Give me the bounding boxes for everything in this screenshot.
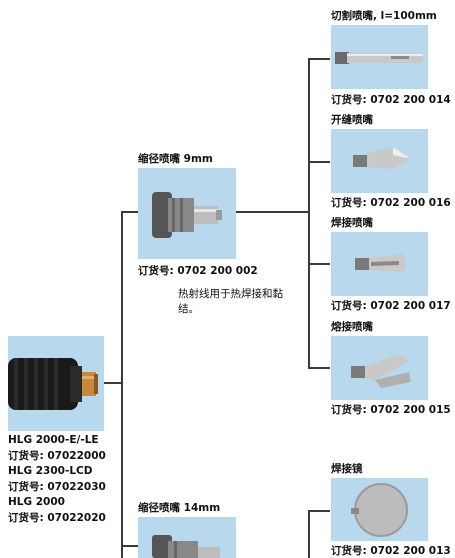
device-model-1-name: HLG 2000-E/-LE [8, 434, 99, 446]
nozzle-fusion-order: 订货号: 0702 200 015 [331, 404, 451, 416]
connector-to-nozzle-2 [308, 161, 330, 163]
device-model-1-order: 订货号: 07022000 [8, 449, 106, 462]
nozzle-slot-photo [331, 129, 428, 193]
welding-mirror-order: 订货号: 0702 200 013 [331, 545, 451, 557]
connector-nozzle-vertical [308, 58, 310, 368]
connector-to-nozzle-1 [308, 58, 330, 60]
welding-mirror-photo [331, 478, 428, 541]
connector-main-vertical [121, 211, 123, 558]
reducer-14mm-title: 缩径喷嘴 14mm [138, 502, 221, 514]
connector-device-trunk [103, 382, 122, 384]
welding-mirror-title: 焊接镜 [331, 463, 363, 475]
nozzle-cutting-title: 切割喷嘴, l=100mm [331, 10, 437, 22]
nozzle-welding-order: 订货号: 0702 200 017 [331, 300, 451, 312]
reducer-9mm-description: 热射线用于热焊接和黏结。 [178, 288, 283, 315]
nozzle-slot-order: 订货号: 0702 200 016 [331, 197, 451, 209]
nozzle-cutting-order: 订货号: 0702 200 014 [331, 94, 451, 106]
nozzle-welding-title: 焊接喷嘴 [331, 217, 373, 229]
device-model-2-order: 订货号: 07022030 [8, 480, 106, 493]
connector-mirror-vertical [308, 510, 310, 558]
reducer-14mm-photo [138, 517, 236, 558]
nozzle-fusion-photo [331, 336, 428, 400]
nozzle-fusion-title: 熔接喷嘴 [331, 321, 373, 333]
device-model-3-order: 订货号: 07022020 [8, 511, 106, 524]
connector-to-nozzle-4 [308, 367, 330, 369]
connector-to-reducer-9mm [121, 211, 138, 213]
connector-to-reducer-14mm [121, 545, 138, 547]
device-photo [8, 336, 104, 431]
device-model-3-name: HLG 2000 [8, 496, 65, 508]
device-model-2-name: HLG 2300-LCD [8, 465, 93, 477]
device-labels: HLG 2000-E/-LE 订货号: 07022000 HLG 2300-LC… [8, 433, 106, 526]
nozzle-welding-photo [331, 232, 428, 296]
connector-to-nozzle-3 [308, 263, 330, 265]
nozzle-slot-title: 开缝喷嘴 [331, 114, 373, 126]
reducer-9mm-photo [138, 168, 236, 259]
reducer-9mm-title: 缩径喷嘴 9mm [138, 153, 213, 165]
connector-reducer-out [236, 211, 309, 213]
reducer-9mm-order: 订货号: 0702 200 002 [138, 265, 258, 277]
nozzle-cutting-photo [331, 25, 428, 89]
connector-to-mirror [308, 510, 330, 512]
